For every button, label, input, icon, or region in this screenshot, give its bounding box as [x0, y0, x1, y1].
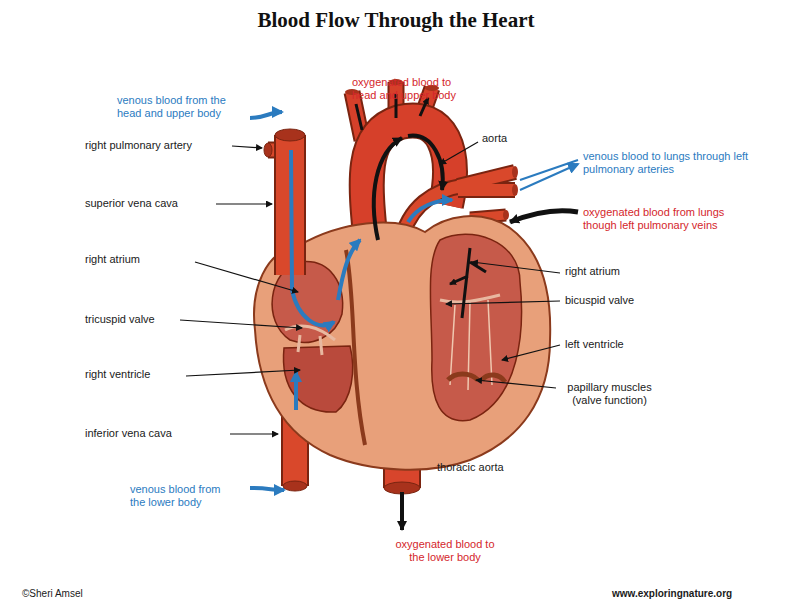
flow-arrow [408, 136, 443, 190]
callout-label: venous blood from the head and upper bod… [117, 94, 242, 120]
leader-line [180, 320, 302, 328]
callout-label: right atrium [85, 253, 140, 266]
callout-label: papillary muscles (valve function) [552, 381, 667, 407]
leader-line [472, 262, 560, 273]
flow-arrow [400, 492, 404, 530]
leader-line [502, 345, 560, 360]
flow-arrow [294, 372, 298, 410]
callout-label: oxygenated blood from lungs though left … [583, 206, 751, 232]
flow-arrow [450, 248, 486, 318]
flow-arrow [374, 138, 402, 240]
septum [346, 250, 365, 445]
leader-line [446, 301, 560, 304]
diagram-title: Blood Flow Through the Heart [0, 8, 792, 33]
leader-line [232, 146, 262, 148]
callout-label: bicuspid valve [565, 294, 634, 307]
flow-arrow [510, 211, 578, 222]
flow-arrow [338, 240, 360, 300]
callout-label: www.exploringnature.org [612, 588, 732, 600]
callout-label: thoracic aorta [437, 461, 504, 474]
vena-cava-opening [283, 481, 307, 491]
leader-line [195, 262, 298, 292]
papillary-muscle [448, 374, 505, 382]
artery-opening [264, 143, 272, 157]
callout-label: aorta [482, 132, 507, 145]
flow-arrow [250, 112, 282, 118]
flow-arrow [408, 200, 452, 222]
leader-line [230, 433, 278, 434]
flow-arrow [520, 160, 578, 190]
leader-line [476, 380, 556, 388]
tricuspid-valve [285, 326, 335, 355]
callout-label: ©Sheri Amsel [22, 588, 83, 600]
flow-arrow [250, 488, 284, 490]
leader-line [186, 370, 300, 376]
callout-label: oxygenated blood to the lower body [395, 538, 495, 564]
callout-label: right ventricle [85, 368, 150, 381]
bicuspid-valve [440, 295, 500, 302]
callout-label: tricuspid valve [85, 313, 155, 326]
callout-label: left ventricle [565, 338, 624, 351]
flow-arrow [291, 150, 334, 325]
callout-label: oxygenated blood to head and upper body [352, 76, 472, 102]
callout-label: right pulmonary artery [85, 139, 192, 152]
callout-label: venous blood from the lower body [130, 483, 234, 509]
callout-label: superior vena cava [85, 197, 178, 210]
leader-line [440, 142, 478, 164]
callout-label: inferior vena cava [85, 427, 172, 440]
artery-opening [512, 166, 518, 178]
vein-opening [503, 210, 509, 220]
callout-label: right atrium [565, 265, 620, 278]
callout-label: venous blood to lungs through left pulmo… [583, 150, 751, 176]
leader-line [216, 203, 272, 204]
vena-cava-opening [275, 129, 305, 141]
right-ventricle-chamber [283, 346, 352, 412]
artery-opening [512, 184, 518, 196]
